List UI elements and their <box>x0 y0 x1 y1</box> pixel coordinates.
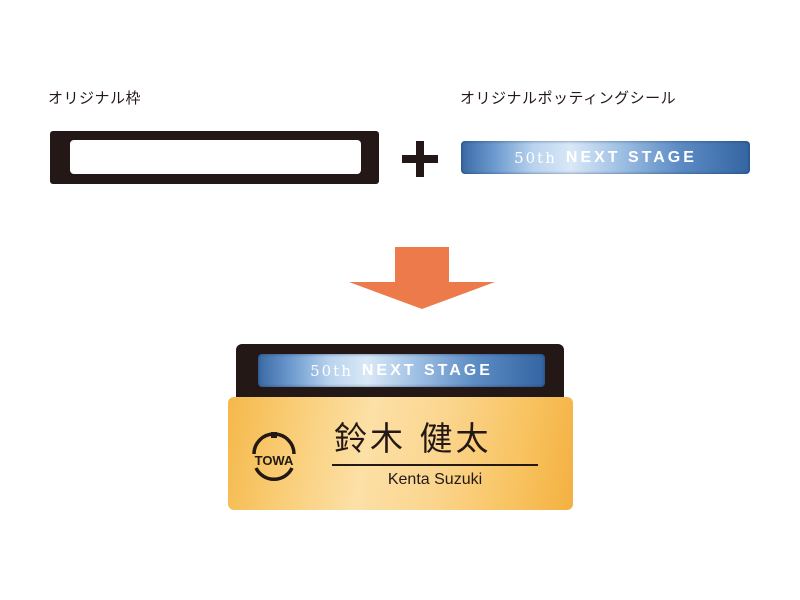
mounted-potting-seal: 50th NEXT STAGE <box>258 354 545 387</box>
seal-caption: オリジナルポッティングシール <box>460 89 677 107</box>
seal-stage-text: NEXT STAGE <box>565 148 697 166</box>
down-arrow-icon <box>349 247 495 309</box>
towa-logo: TOWA <box>252 432 296 481</box>
plus-icon <box>402 141 438 177</box>
logo-text: TOWA <box>255 453 294 468</box>
mounted-seal-stage-text: NEXT STAGE <box>361 361 493 379</box>
name-romaji: Kenta Suzuki <box>387 471 483 488</box>
name-japanese: 鈴木 健太 <box>334 419 492 458</box>
mounted-seal-number-text: 50th <box>310 361 353 380</box>
name-underline <box>332 464 538 466</box>
gold-name-plate: TOWA 鈴木 健太 Kenta Suzuki <box>228 397 573 510</box>
original-frame <box>50 131 379 184</box>
potting-seal: 50th NEXT STAGE <box>461 141 750 174</box>
frame-caption: オリジナル枠 <box>48 89 142 107</box>
seal-number-text: 50th <box>514 148 557 167</box>
frame-window <box>70 140 361 174</box>
